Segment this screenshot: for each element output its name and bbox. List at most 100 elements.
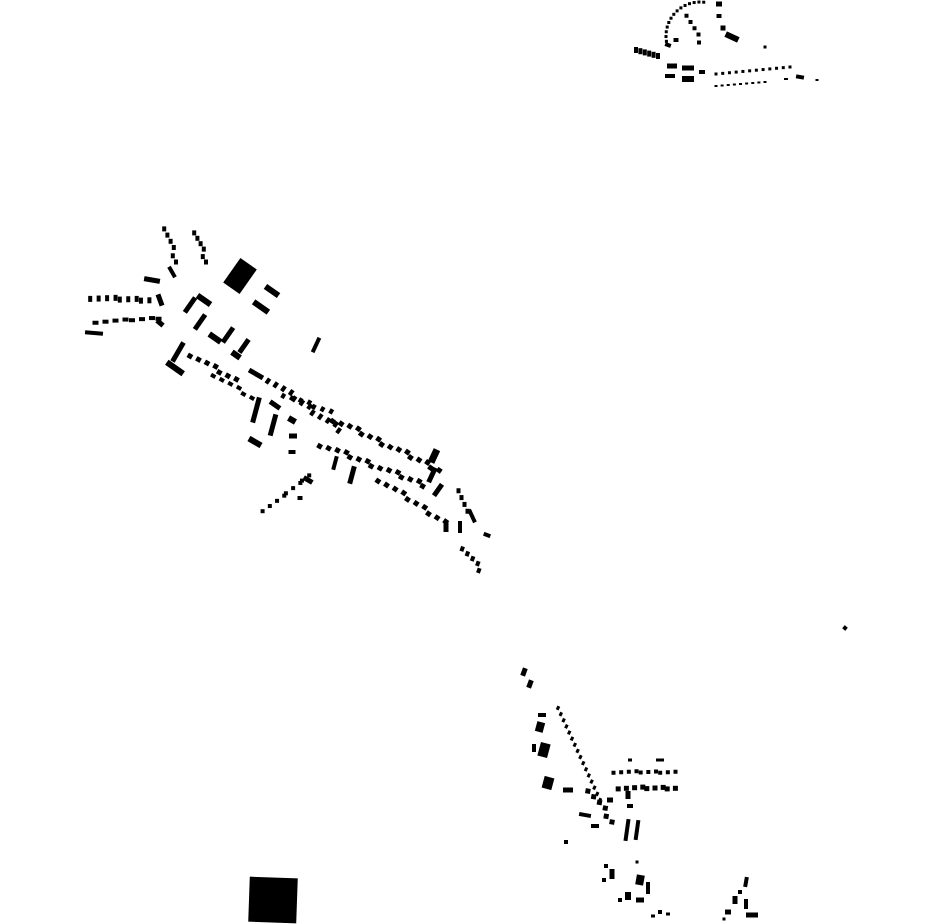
building-main (235, 384, 243, 391)
building-ne (768, 67, 772, 71)
building-main (427, 448, 441, 464)
building-main (395, 446, 403, 454)
building-ne (682, 65, 694, 71)
building-ne (741, 69, 745, 73)
building-main (346, 453, 354, 461)
building-ne (675, 9, 679, 13)
building-main (207, 331, 223, 345)
building-ne (688, 20, 693, 24)
building-south (665, 770, 670, 775)
building-main (375, 435, 383, 443)
building-main (343, 448, 350, 456)
building-main (378, 441, 386, 449)
building-south (640, 784, 646, 790)
building-main (291, 486, 296, 491)
building-main (331, 455, 339, 471)
building-ne (721, 71, 725, 75)
building-main (421, 503, 429, 511)
building-ne (634, 47, 638, 53)
building-main (272, 381, 280, 389)
building-ne (761, 68, 765, 72)
building-main (397, 473, 405, 481)
building-main (403, 448, 411, 456)
building-ne (651, 51, 656, 58)
building-main (165, 232, 170, 238)
building-ne (716, 1, 722, 7)
building-ne (726, 84, 730, 86)
building-ne (734, 70, 738, 74)
building-south (566, 730, 572, 735)
building-ne (720, 25, 726, 31)
building-south (580, 760, 586, 766)
building-main (383, 481, 391, 489)
building-south (532, 744, 536, 752)
building-main (394, 468, 402, 476)
building-main (325, 444, 332, 452)
building-main (248, 395, 256, 401)
building-main (298, 480, 303, 485)
building-ne (667, 63, 677, 69)
building-south (646, 770, 651, 774)
building-south (634, 769, 639, 774)
building-main (149, 316, 155, 321)
building-south (658, 910, 662, 914)
building-main (174, 259, 178, 265)
building-south (561, 717, 566, 723)
building-main (355, 455, 363, 463)
building-south (625, 791, 631, 799)
building-ne (739, 83, 742, 85)
building-ne (692, 1, 696, 5)
building-south (660, 784, 666, 790)
building-main (200, 254, 205, 260)
building-south (732, 896, 738, 904)
building-main (240, 391, 247, 397)
building-south (583, 766, 589, 772)
building-main (431, 482, 445, 498)
building-south (526, 679, 534, 689)
building-ne (757, 81, 761, 84)
building-main (195, 292, 213, 308)
building-ne (667, 20, 671, 24)
building-ne (664, 42, 672, 48)
building-south (619, 770, 624, 775)
building-main (374, 477, 382, 485)
building-ne (748, 69, 752, 73)
building-ne (815, 79, 819, 81)
building-ne (656, 53, 660, 59)
building-main (309, 409, 316, 417)
building-south (604, 864, 608, 868)
building-ne (665, 74, 675, 78)
building-main (92, 320, 99, 325)
building-south (569, 736, 575, 742)
building-main (469, 555, 476, 562)
building-ne (664, 30, 668, 34)
building-main (404, 495, 411, 503)
building-ne (716, 14, 722, 18)
building-ne (781, 66, 785, 70)
building-main (167, 265, 177, 279)
building-sw (248, 876, 298, 924)
building-main (287, 388, 295, 397)
building-main (443, 522, 449, 532)
building-ne (665, 25, 669, 29)
building-south (578, 754, 583, 760)
building-south (664, 786, 670, 792)
building-south (609, 869, 615, 879)
building-south (602, 805, 609, 812)
building-main (102, 319, 109, 324)
building-south (603, 813, 610, 820)
building-main (263, 283, 281, 299)
building-south (725, 909, 731, 915)
building-main (319, 406, 326, 413)
building-main (310, 403, 317, 411)
building-south (673, 769, 678, 774)
building-main (288, 450, 296, 454)
building-ne (784, 78, 788, 80)
building-south (651, 914, 655, 918)
building-main (465, 508, 470, 514)
building-main (310, 336, 322, 354)
building-main (192, 313, 208, 331)
building-main (391, 485, 399, 493)
building-south (746, 912, 758, 918)
building-ne (775, 66, 779, 70)
